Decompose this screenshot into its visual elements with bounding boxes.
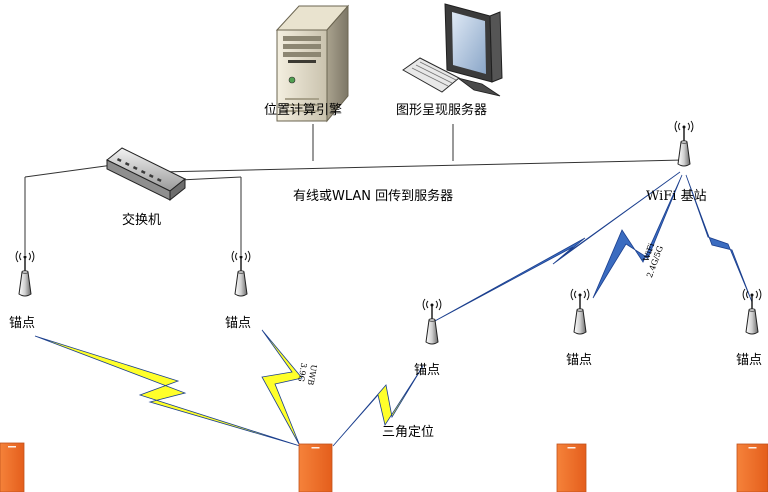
anchor-antenna-icon-4 — [570, 288, 590, 335]
blue-signal-bolt-mid — [592, 174, 683, 299]
location-engine-label: 位置计算引擎 — [264, 103, 342, 118]
network-switch-icon — [106, 147, 186, 202]
anchor-label-5: 锚点 — [736, 353, 762, 368]
wifi-band-label: WiFi 2.4G/5G — [641, 242, 665, 279]
uwb-tag-icon-2 — [298, 443, 333, 492]
triangulation-label: 三角定位 — [382, 425, 434, 440]
anchor-antenna-icon-1 — [15, 250, 35, 297]
graphics-server-label: 图形呈现服务器 — [396, 102, 487, 118]
uwb-tag-icon-3 — [556, 443, 587, 492]
uwb-tag-icon-4 — [736, 443, 768, 492]
switch-label: 交换机 — [122, 212, 161, 228]
uwb-band-label: UWB 3.9G — [296, 362, 318, 386]
wired-connections — [24, 124, 684, 255]
uwb-signal-links — [34, 329, 424, 447]
yellow-signal-bolt-middle — [261, 329, 303, 447]
anchor-label-2: 锚点 — [225, 316, 251, 331]
uwb-band-line2: 3.9G — [296, 362, 308, 382]
labels: 位置计算引擎 图形呈现服务器 交换机 有线或WLAN 回传到服务器 WiFi 基… — [9, 102, 762, 440]
wifi-base-station-label: WiFi 基站 — [646, 189, 707, 204]
yellow-signal-bolt-left — [34, 335, 301, 447]
anchor-label-1: 锚点 — [9, 316, 35, 331]
uwb-band-line1: UWB — [306, 364, 319, 386]
anchor-label-3: 锚点 — [414, 363, 440, 378]
yellow-signal-bolt-right — [332, 365, 424, 447]
server-tower-icon — [275, 4, 350, 123]
anchor-antenna-icon-5 — [742, 288, 762, 335]
anchor-label-4: 锚点 — [566, 353, 592, 368]
anchor-antenna-icon-2 — [231, 250, 251, 297]
desktop-computer-icon — [402, 3, 503, 97]
anchor-antenna-icon-3 — [422, 298, 442, 345]
backhaul-label: 有线或WLAN 回传到服务器 — [293, 188, 453, 204]
uwb-tag-icon-1 — [0, 442, 25, 492]
blue-signal-bolt-center — [432, 171, 681, 323]
wifi-base-station-icon — [674, 120, 694, 167]
